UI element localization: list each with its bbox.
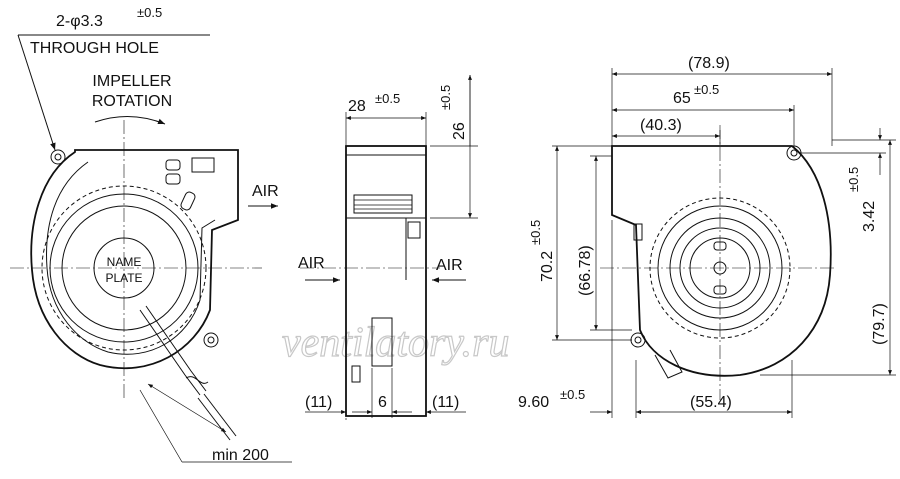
- dim-79-7: (79.7): [871, 303, 888, 345]
- dim-3-42-tol: ±0.5: [846, 167, 861, 192]
- front-view: NAME PLATE: [10, 120, 262, 441]
- mounting-hole-right: [203, 332, 219, 348]
- dim-65: 65: [673, 90, 691, 107]
- name-plate: [93, 237, 155, 299]
- dim-55-4: (55.4): [690, 394, 732, 411]
- hole-spec: 2-φ3.3: [56, 13, 103, 30]
- dim-26-tol: ±0.5: [438, 85, 453, 110]
- dim-11-left: (11): [305, 394, 332, 411]
- dim-28: 28: [348, 98, 366, 115]
- air-label-right: AIR: [436, 257, 463, 274]
- blower-housing: [30, 149, 239, 370]
- air-label-front: AIR: [252, 183, 279, 200]
- min-length-label: min 200: [212, 447, 269, 464]
- dim-65-tol: ±0.5: [694, 82, 719, 97]
- mounting-hole-bottom: [630, 332, 646, 348]
- side-housing: [345, 145, 427, 417]
- name-plate-label-2: PLATE: [105, 271, 142, 285]
- air-label-left: AIR: [298, 255, 325, 272]
- dim-70-2-tol: ±0.5: [528, 220, 543, 245]
- dim-78-9: (78.9): [688, 55, 730, 72]
- dim-9-60-tol: ±0.5: [560, 387, 585, 402]
- back-view: [600, 125, 835, 400]
- dim-40-3: (40.3): [640, 117, 682, 134]
- impeller-label-1: IMPELLER: [92, 73, 171, 90]
- connector-icon: [191, 157, 215, 173]
- name-plate-label-1: NAME: [107, 255, 142, 269]
- rotation-arrow: [94, 115, 166, 125]
- dim-3-42: 3.42: [861, 201, 878, 232]
- dim-9-60: 9.60: [518, 394, 549, 411]
- back-housing: [611, 145, 832, 377]
- dim-26: 26: [451, 122, 468, 140]
- impeller-fins: [41, 185, 207, 351]
- back-impeller-fins: [649, 197, 791, 339]
- watermark: ventilatory.ru: [282, 320, 509, 366]
- side-view: [300, 145, 440, 417]
- dim-70-2: 70.2: [539, 251, 556, 282]
- dim-28-tol: ±0.5: [375, 91, 400, 106]
- impeller-label-2: ROTATION: [92, 93, 172, 110]
- hub-icon: [713, 261, 727, 275]
- dim-66-78: (66.78): [577, 245, 594, 296]
- mounting-hole-left: [50, 149, 66, 165]
- through-hole-label: THROUGH HOLE: [30, 40, 159, 57]
- hole-tolerance: ±0.5: [137, 5, 162, 20]
- dim-11-right: (11): [432, 394, 459, 411]
- dim-6: 6: [378, 394, 387, 411]
